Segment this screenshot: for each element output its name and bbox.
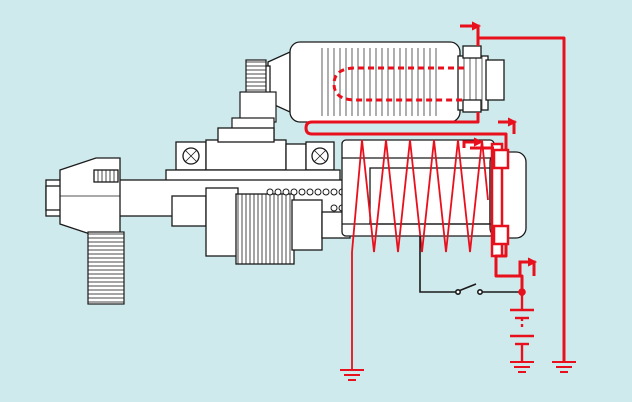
drive-housing xyxy=(165,127,341,185)
brush-bottom xyxy=(462,99,482,113)
current-paths xyxy=(304,36,566,362)
ignition-switch[interactable] xyxy=(419,236,526,296)
motor xyxy=(261,41,505,123)
current-arrows xyxy=(460,21,538,276)
ground-symbol-1 xyxy=(340,369,364,381)
ground-symbol-3 xyxy=(552,361,576,373)
battery xyxy=(510,296,534,362)
ground-symbol-2 xyxy=(510,361,534,373)
brush-top xyxy=(462,45,482,59)
one-way-clutch xyxy=(59,157,121,237)
field-coil-loop xyxy=(332,66,464,102)
pull-in-coil xyxy=(351,139,489,253)
clutch-drum xyxy=(171,187,351,265)
pinion-gear xyxy=(87,231,125,305)
motor-housing xyxy=(289,41,461,123)
